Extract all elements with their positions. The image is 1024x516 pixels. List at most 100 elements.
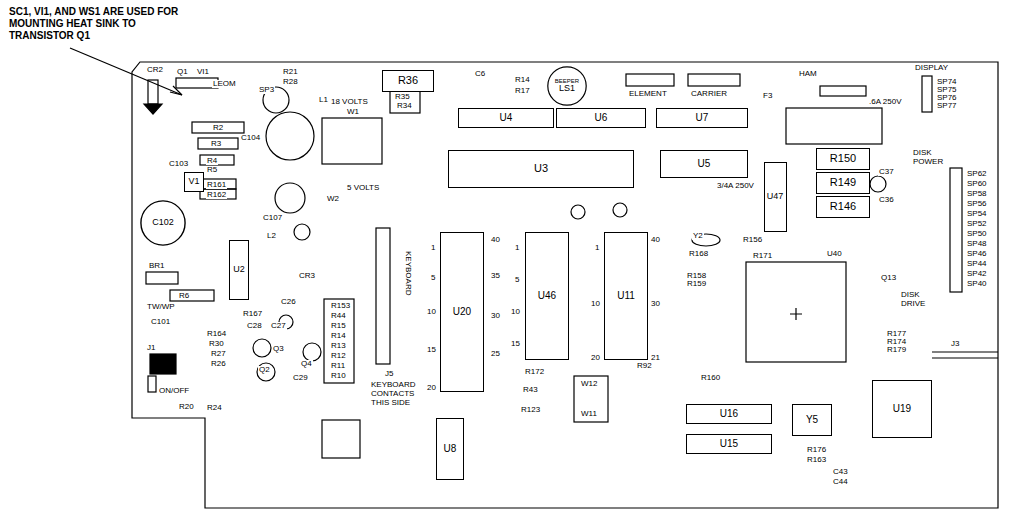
silkscreen-label: SP62 [966,170,988,178]
silkscreen-label: SP40 [966,280,988,288]
silkscreen-label: ELEMENT [628,90,668,98]
pin-number: 15 [510,340,521,348]
silkscreen-label: R160 [700,374,721,382]
silkscreen-label: R172 [524,368,545,376]
diode-symbol [148,80,158,104]
silkscreen-label: J1 [146,344,156,352]
silkscreen-label: R14 [330,332,347,340]
pin-number: 30 [490,312,501,320]
resistor-symbol [200,155,234,165]
transistor-symbol [303,343,321,361]
part-label: U47 [767,192,784,201]
jumper-pads [574,376,608,422]
silkscreen-label: C28 [246,322,263,330]
silkscreen-label: R2 [212,124,224,132]
diode-symbol [144,104,162,114]
silkscreen-label: R162 [206,191,227,199]
part-label: U8 [444,444,457,455]
component-box: U16 [686,404,772,424]
capacitor-symbol [275,183,305,213]
pin-number: 21 [650,354,661,362]
silkscreen-label: R3 [210,140,222,148]
part-label: R150 [830,153,856,165]
silkscreen-label: Q3 [272,345,285,353]
silkscreen-label: Q4 [300,360,313,368]
silkscreen-label: CR3 [298,272,316,280]
resistor-array [324,299,354,383]
silkscreen-label: W12 [580,380,598,388]
pin-number: 10 [510,308,521,316]
component-box: U8 [436,418,464,480]
silkscreen-label: R159 [686,280,707,288]
component-box: U47 [764,162,787,232]
silkscreen-label: R43 [522,386,539,394]
silkscreen-label: R167 [242,310,263,318]
part-label: U15 [720,439,738,450]
capacitor-symbol [870,176,886,192]
part-label: U3 [534,163,548,175]
silkscreen-label: R177 [886,330,907,338]
circle-outline [548,67,586,105]
part-label: R146 [830,201,856,213]
pin-number: 15 [426,346,437,354]
part-label: R36 [398,75,418,87]
silkscreen-label: KEYBOARD CONTACTS THIS SIDE [370,380,434,408]
silkscreen-label: R21 [282,68,299,76]
round-component: BEEPERLS1 [547,66,587,106]
silkscreen-label: R4 [206,157,218,165]
silkscreen-label: C6 [474,70,486,78]
keyboard-connector [376,228,390,364]
component-box: R149 [816,172,870,194]
component-box: U20 [440,232,484,392]
resistor-symbol [200,189,236,199]
part-label: U2 [233,265,245,274]
silkscreen-label: C103 [168,160,189,168]
silkscreen-label: SP76 [936,94,958,102]
silkscreen-label: C101 [150,318,171,326]
silkscreen-label: SP77 [936,102,958,110]
part-label: LS1 [559,84,575,93]
silkscreen-label: R15 [330,322,347,330]
processor-package [746,262,846,362]
component-box: U19 [872,380,932,438]
silkscreen-label: W1 [346,108,360,116]
pin-number: 1 [430,244,436,252]
silkscreen-label: SP42 [966,270,988,278]
callout-note: SC1, VI1, AND WS1 ARE USED FOR MOUNTING … [8,6,180,42]
silkscreen-label: VI1 [196,68,210,76]
silkscreen-label: W11 [580,410,598,418]
regulator-block [322,420,360,458]
fuse-symbol [820,86,866,96]
component-box: V1 [184,172,204,192]
leader-line [70,48,182,95]
board-outline [132,62,998,508]
silkscreen-label: R156 [742,236,763,244]
silkscreen-label: R158 [686,272,707,280]
component-box: U4 [458,108,554,128]
silkscreen-label: Q2 [258,366,271,374]
silkscreen-label: C37 [878,168,895,176]
silkscreen-label: R164 [206,330,227,338]
component-box: U2 [229,240,249,300]
silkscreen-label: SP46 [966,250,988,258]
silkscreen-label: C104 [240,134,261,142]
silkscreen-label: R92 [636,362,653,370]
part-label: U19 [893,404,911,415]
edge-connector [932,352,998,358]
silkscreen-label: R12 [330,352,347,360]
silkscreen-label: CARRIER [690,90,728,98]
resistor-symbol [192,122,244,133]
silkscreen-label: 5 VOLTS [346,184,380,192]
component-box: U3 [448,150,634,188]
silkscreen-label: R6 [178,292,190,300]
silkscreen-label: 3/4A 250V [716,182,755,190]
test-pads [950,168,962,292]
capacitor-symbol [571,205,585,219]
silkscreen-label: R44 [330,312,347,320]
silkscreen-label: R24 [206,404,223,412]
silkscreen-label: SP56 [966,200,988,208]
silkscreen-label: R28 [282,78,299,86]
pin-number: 5 [514,276,520,284]
